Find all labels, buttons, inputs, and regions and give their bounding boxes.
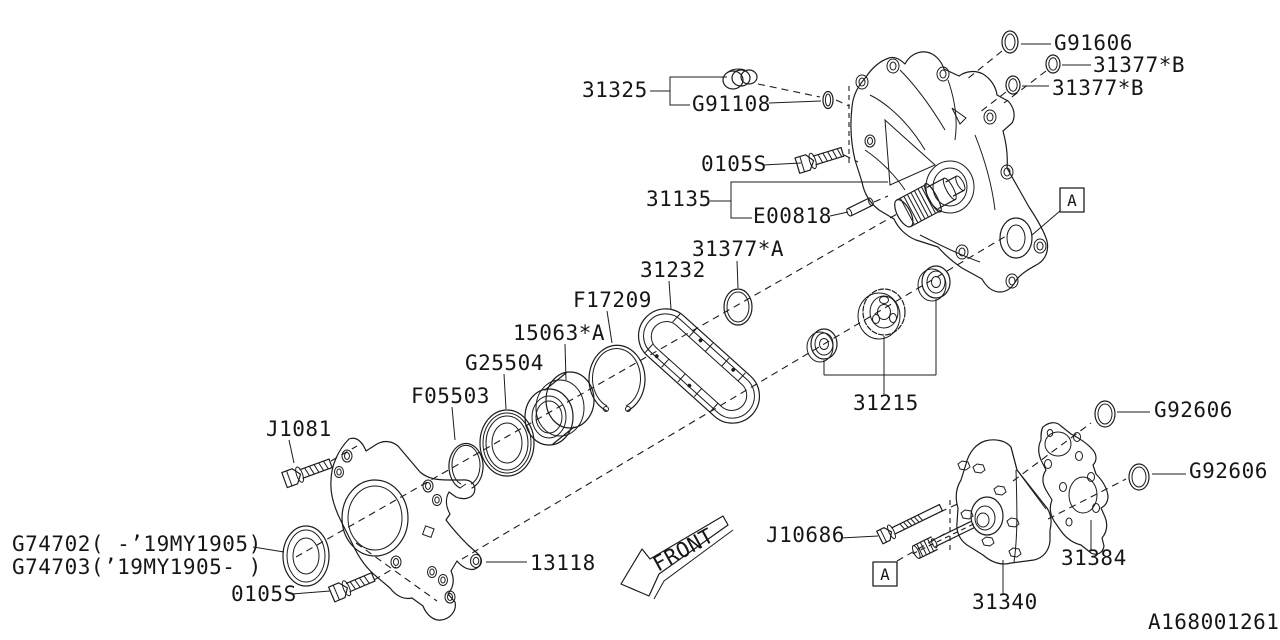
bolt-0105s-bottom-drawing <box>327 572 376 603</box>
oring-g91108-drawing <box>822 90 834 110</box>
housing-bolt-holes <box>855 58 1047 289</box>
oil-pump-assembly-drawing <box>911 439 1052 565</box>
part-label-g74702[interactable]: G74702( -’19MY1905) <box>12 532 262 556</box>
bearing-right-drawing <box>917 265 951 302</box>
oring-31377a-drawing <box>723 288 753 326</box>
oil-seal-drawing <box>282 525 330 587</box>
part-label-31384[interactable]: 31384 <box>1061 546 1127 570</box>
part-label-31215[interactable]: 31215 <box>853 391 919 415</box>
part-label-g25504[interactable]: G25504 <box>465 351 544 375</box>
part-label-f05503[interactable]: F05503 <box>411 384 490 408</box>
chain-drawing <box>637 308 761 424</box>
oring-g91606-drawing <box>1001 30 1019 54</box>
sprocket-set-drawing <box>806 265 951 394</box>
drawing-number: A168001261 <box>1148 610 1279 634</box>
bolt-j1081-drawing <box>281 458 333 489</box>
part-label-g91606[interactable]: G91606 <box>1054 31 1133 55</box>
part-label-31232[interactable]: 31232 <box>640 258 706 282</box>
part-label-0105s-bottom[interactable]: 0105S <box>231 582 297 606</box>
plug-drawing <box>722 68 758 90</box>
part-label-0105s-top[interactable]: 0105S <box>701 152 767 176</box>
sprocket-set-bracket <box>823 299 937 394</box>
part-label-j10686[interactable]: J10686 <box>766 523 845 547</box>
oring-31377b-2-drawing <box>1005 75 1021 95</box>
gasket-holes <box>1044 429 1100 527</box>
part-label-31377b-2[interactable]: 31377*B <box>1052 76 1144 100</box>
seal-ring-f05503-drawing <box>448 442 484 489</box>
part-label-31377a[interactable]: 31377*A <box>692 237 784 261</box>
detail-marker-bottom: A <box>872 561 898 587</box>
snap-ring-drawing <box>588 344 646 412</box>
part-label-g92606-2[interactable]: G92606 <box>1189 459 1268 483</box>
chain-link-ticks <box>644 313 746 412</box>
part-label-13118[interactable]: 13118 <box>530 551 596 575</box>
part-label-31135[interactable]: 31135 <box>646 187 712 211</box>
part-label-e00818[interactable]: E00818 <box>753 204 832 228</box>
part-label-j1081[interactable]: J1081 <box>266 417 332 441</box>
chain-cover-drawing <box>330 437 482 621</box>
detail-marker-top-letter: A <box>1067 191 1077 210</box>
detail-marker-top: A <box>1059 187 1085 213</box>
cover-bolt-holes <box>334 449 482 604</box>
part-label-15063a[interactable]: 15063*A <box>513 321 605 345</box>
oring-g92606-1-drawing <box>1094 400 1116 428</box>
pump-gasket-drawing <box>1038 422 1109 555</box>
bolt-0105s-top-drawing <box>794 146 845 174</box>
front-direction-arrow: FRONT <box>620 515 734 600</box>
front-label: FRONT <box>649 524 718 577</box>
assembly-axis-lines <box>295 50 1127 602</box>
part-label-g74703[interactable]: G74703(’19MY1905- ) <box>12 555 262 579</box>
bolt-j10686-drawing <box>876 503 944 545</box>
part-label-31340[interactable]: 31340 <box>972 590 1038 614</box>
part-label-g92606-1[interactable]: G92606 <box>1154 398 1233 422</box>
detail-marker-bottom-letter: A <box>880 565 890 584</box>
oring-31377b-1-drawing <box>1045 54 1061 74</box>
pump-bolts <box>957 460 1022 558</box>
pin-drawing <box>846 197 874 217</box>
part-label-g91108[interactable]: G91108 <box>692 92 771 116</box>
oring-g92606-2-drawing <box>1128 463 1150 491</box>
pump-shaft-drawing <box>911 521 976 559</box>
part-label-31377b-1[interactable]: 31377*B <box>1093 53 1185 77</box>
part-labels: 31325 G91108 0105S 31135 E00818 G91606 3… <box>12 31 1268 614</box>
oil-pump-housing-drawing <box>850 51 1049 293</box>
bearing-left-drawing <box>806 328 838 363</box>
bearing-retainer-drawing <box>524 371 595 446</box>
sprocket-drawing <box>857 288 906 340</box>
part-label-31325[interactable]: 31325 <box>582 78 648 102</box>
input-shaft-drawing <box>894 175 966 228</box>
leader-lines <box>252 43 1186 595</box>
seal-ring-g25504-drawing <box>479 409 535 477</box>
part-label-f17209[interactable]: F17209 <box>573 288 652 312</box>
